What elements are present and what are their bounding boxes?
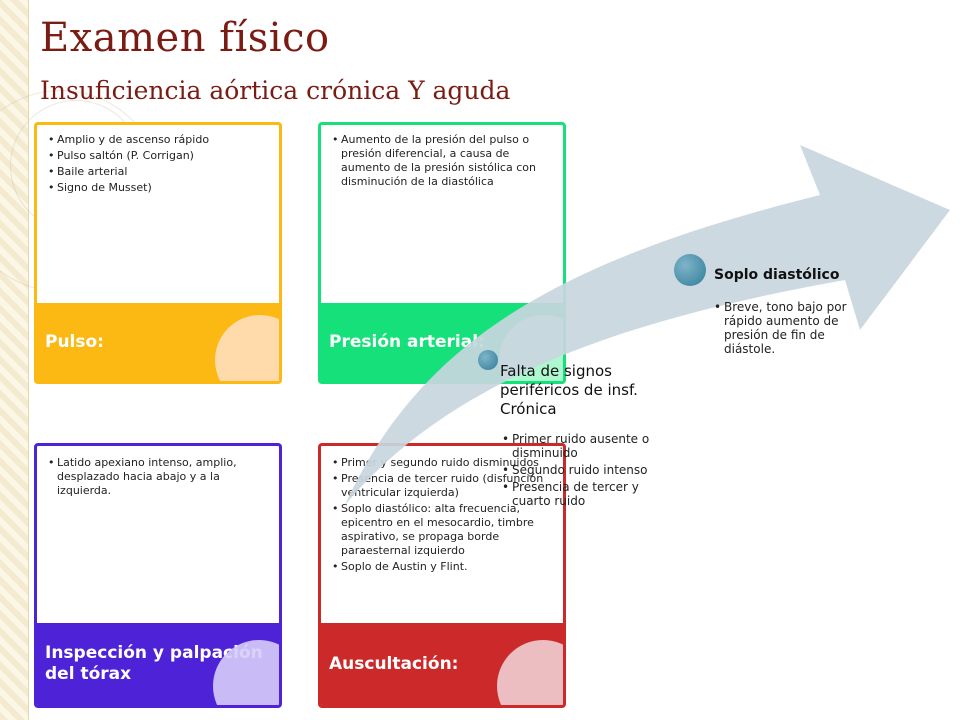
list-item: Breve, tono bajo por rápido aumento de p…	[714, 300, 864, 356]
curved-arrow-shape	[345, 145, 950, 505]
step-1-title: Falta de signos periféricos de insf. Cró…	[500, 362, 638, 418]
card-inspeccion: Latido apexiano intenso, amplio, desplaz…	[34, 443, 282, 708]
list-item: Segundo ruido intenso	[502, 463, 672, 477]
step-1-list: Primer ruido ausente o disminuido Segund…	[502, 432, 672, 511]
list-item: Primer y segundo ruido disminuidos	[332, 456, 555, 470]
card-inspeccion-list: Latido apexiano intenso, amplio, desplaz…	[37, 446, 279, 498]
list-item: Amplio y de ascenso rápido	[48, 133, 271, 147]
step-2-title: Soplo diastólico	[714, 267, 840, 283]
card-auscultacion-list: Primer y segundo ruido disminuidos Prese…	[321, 446, 563, 574]
list-item: Latido apexiano intenso, amplio, desplaz…	[48, 456, 271, 498]
list-item: Pulso saltón (P. Corrigan)	[48, 149, 271, 163]
list-item: Baile arterial	[48, 165, 271, 179]
step-marker-icon	[674, 254, 706, 286]
step-marker-icon	[478, 350, 498, 370]
step-2-list: Breve, tono bajo por rápido aumento de p…	[714, 300, 864, 359]
card-presion-list: Aumento de la presión del pulso o presió…	[321, 125, 563, 189]
list-item: Primer ruido ausente o disminuido	[502, 432, 672, 460]
page-title: Examen físico	[40, 15, 330, 61]
list-item: Presencia de tercer ruido (disfunción ve…	[332, 472, 555, 500]
list-item: Soplo diastólico: alta frecuencia, epice…	[332, 502, 555, 558]
card-pulso: Amplio y de ascenso rápido Pulso saltón …	[34, 122, 282, 384]
list-item: Signo de Musset)	[48, 181, 271, 195]
page-subtitle: Insuficiencia aórtica crónica Y aguda	[40, 76, 511, 105]
background-stripe-border	[28, 0, 29, 720]
card-pulso-list: Amplio y de ascenso rápido Pulso saltón …	[37, 125, 279, 195]
list-item: Soplo de Austin y Flint.	[332, 560, 555, 574]
list-item: Presencia de tercer y cuarto ruido	[502, 480, 672, 508]
list-item: Aumento de la presión del pulso o presió…	[332, 133, 555, 189]
